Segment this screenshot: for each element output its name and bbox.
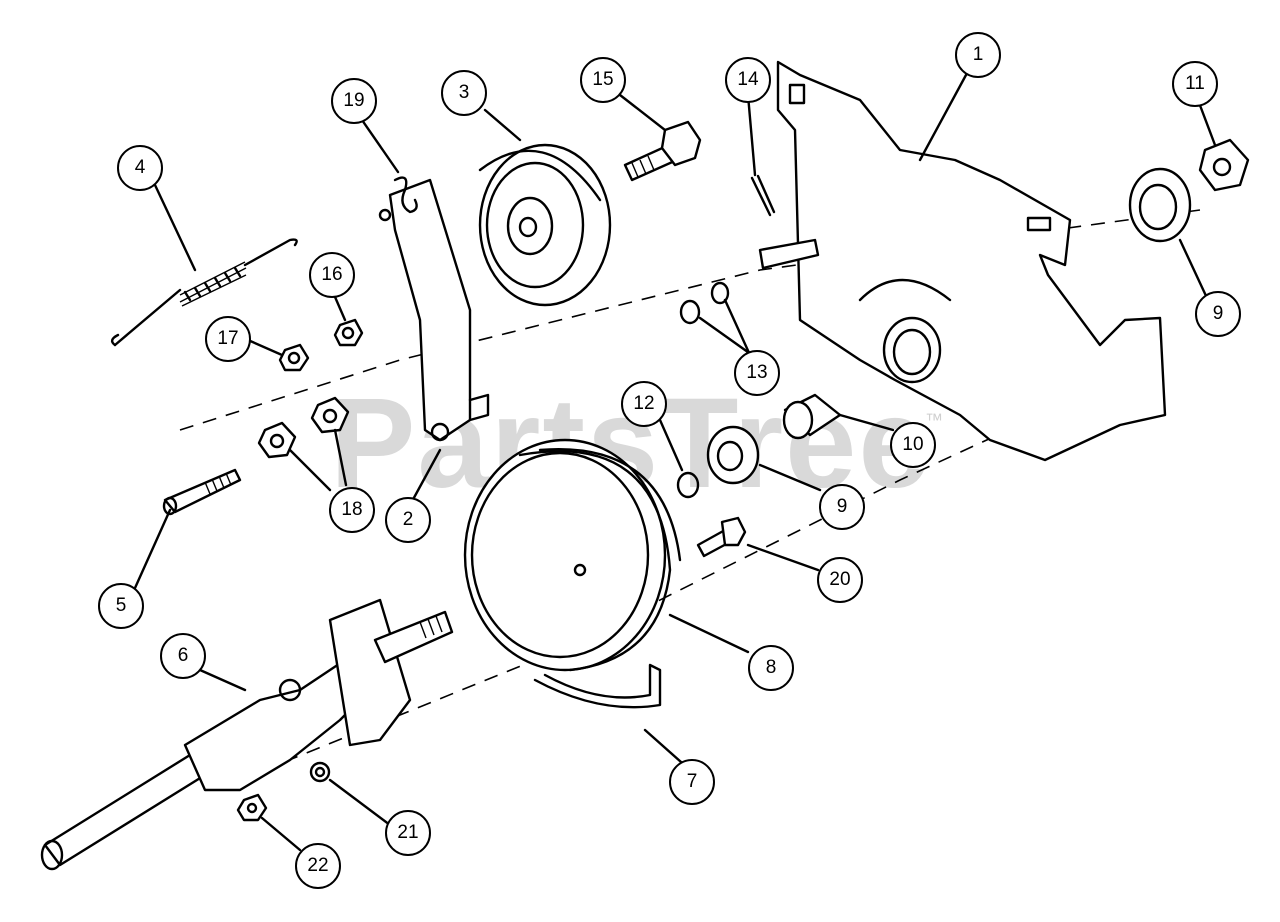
part-8-drive-pulley [463, 438, 682, 672]
callout-13[interactable]: 13 [734, 350, 780, 396]
part-20-bolt [696, 516, 747, 558]
part-18-flange-nuts [257, 396, 350, 459]
callout-14[interactable]: 14 [725, 57, 771, 103]
callout-2[interactable]: 2 [385, 497, 431, 543]
part-15-bolt [623, 120, 702, 182]
part-19-clip [393, 176, 418, 214]
part-13-washers [679, 281, 730, 325]
part-7-clip [533, 663, 662, 709]
part-5-stud [162, 468, 242, 516]
callout-21[interactable]: 21 [385, 810, 431, 856]
callout-20[interactable]: 20 [817, 557, 863, 603]
part-9-bushing-lower [706, 425, 760, 485]
watermark-trademark: ™ [925, 410, 943, 430]
part-22-nut [236, 793, 268, 822]
callout-22[interactable]: 22 [295, 843, 341, 889]
part-1-mounting-bracket [776, 60, 1167, 462]
part-17-nut [278, 343, 310, 372]
part-21-nut [309, 761, 331, 783]
callout-4[interactable]: 4 [117, 145, 163, 191]
callout-11[interactable]: 11 [1172, 61, 1218, 107]
callout-3[interactable]: 3 [441, 70, 487, 116]
part-4-spring [110, 238, 298, 347]
part-12-ring [676, 471, 700, 499]
callout-6[interactable]: 6 [160, 633, 206, 679]
callout-5[interactable]: 5 [98, 583, 144, 629]
callout-15[interactable]: 15 [580, 57, 626, 103]
callout-9-upper[interactable]: 9 [1195, 291, 1241, 337]
callout-16[interactable]: 16 [309, 252, 355, 298]
leader-lines [133, 73, 1217, 852]
callout-19[interactable]: 19 [331, 78, 377, 124]
part-14-cotter-pin [750, 174, 820, 270]
part-6-drive-shaft [40, 598, 454, 871]
callout-10[interactable]: 10 [890, 422, 936, 468]
callout-17[interactable]: 17 [205, 316, 251, 362]
part-10-spacer [782, 393, 842, 440]
part-2-idler-arm [378, 178, 490, 442]
callout-18[interactable]: 18 [329, 487, 375, 533]
callout-1[interactable]: 1 [955, 32, 1001, 78]
callout-12[interactable]: 12 [621, 381, 667, 427]
callout-9-lower[interactable]: 9 [819, 484, 865, 530]
callout-7[interactable]: 7 [669, 759, 715, 805]
part-3-idler-pulley [478, 143, 612, 307]
part-11-nut [1198, 138, 1250, 192]
callout-8[interactable]: 8 [748, 645, 794, 691]
part-16-nut [333, 318, 364, 347]
part-9-bushing-upper [1128, 167, 1192, 243]
